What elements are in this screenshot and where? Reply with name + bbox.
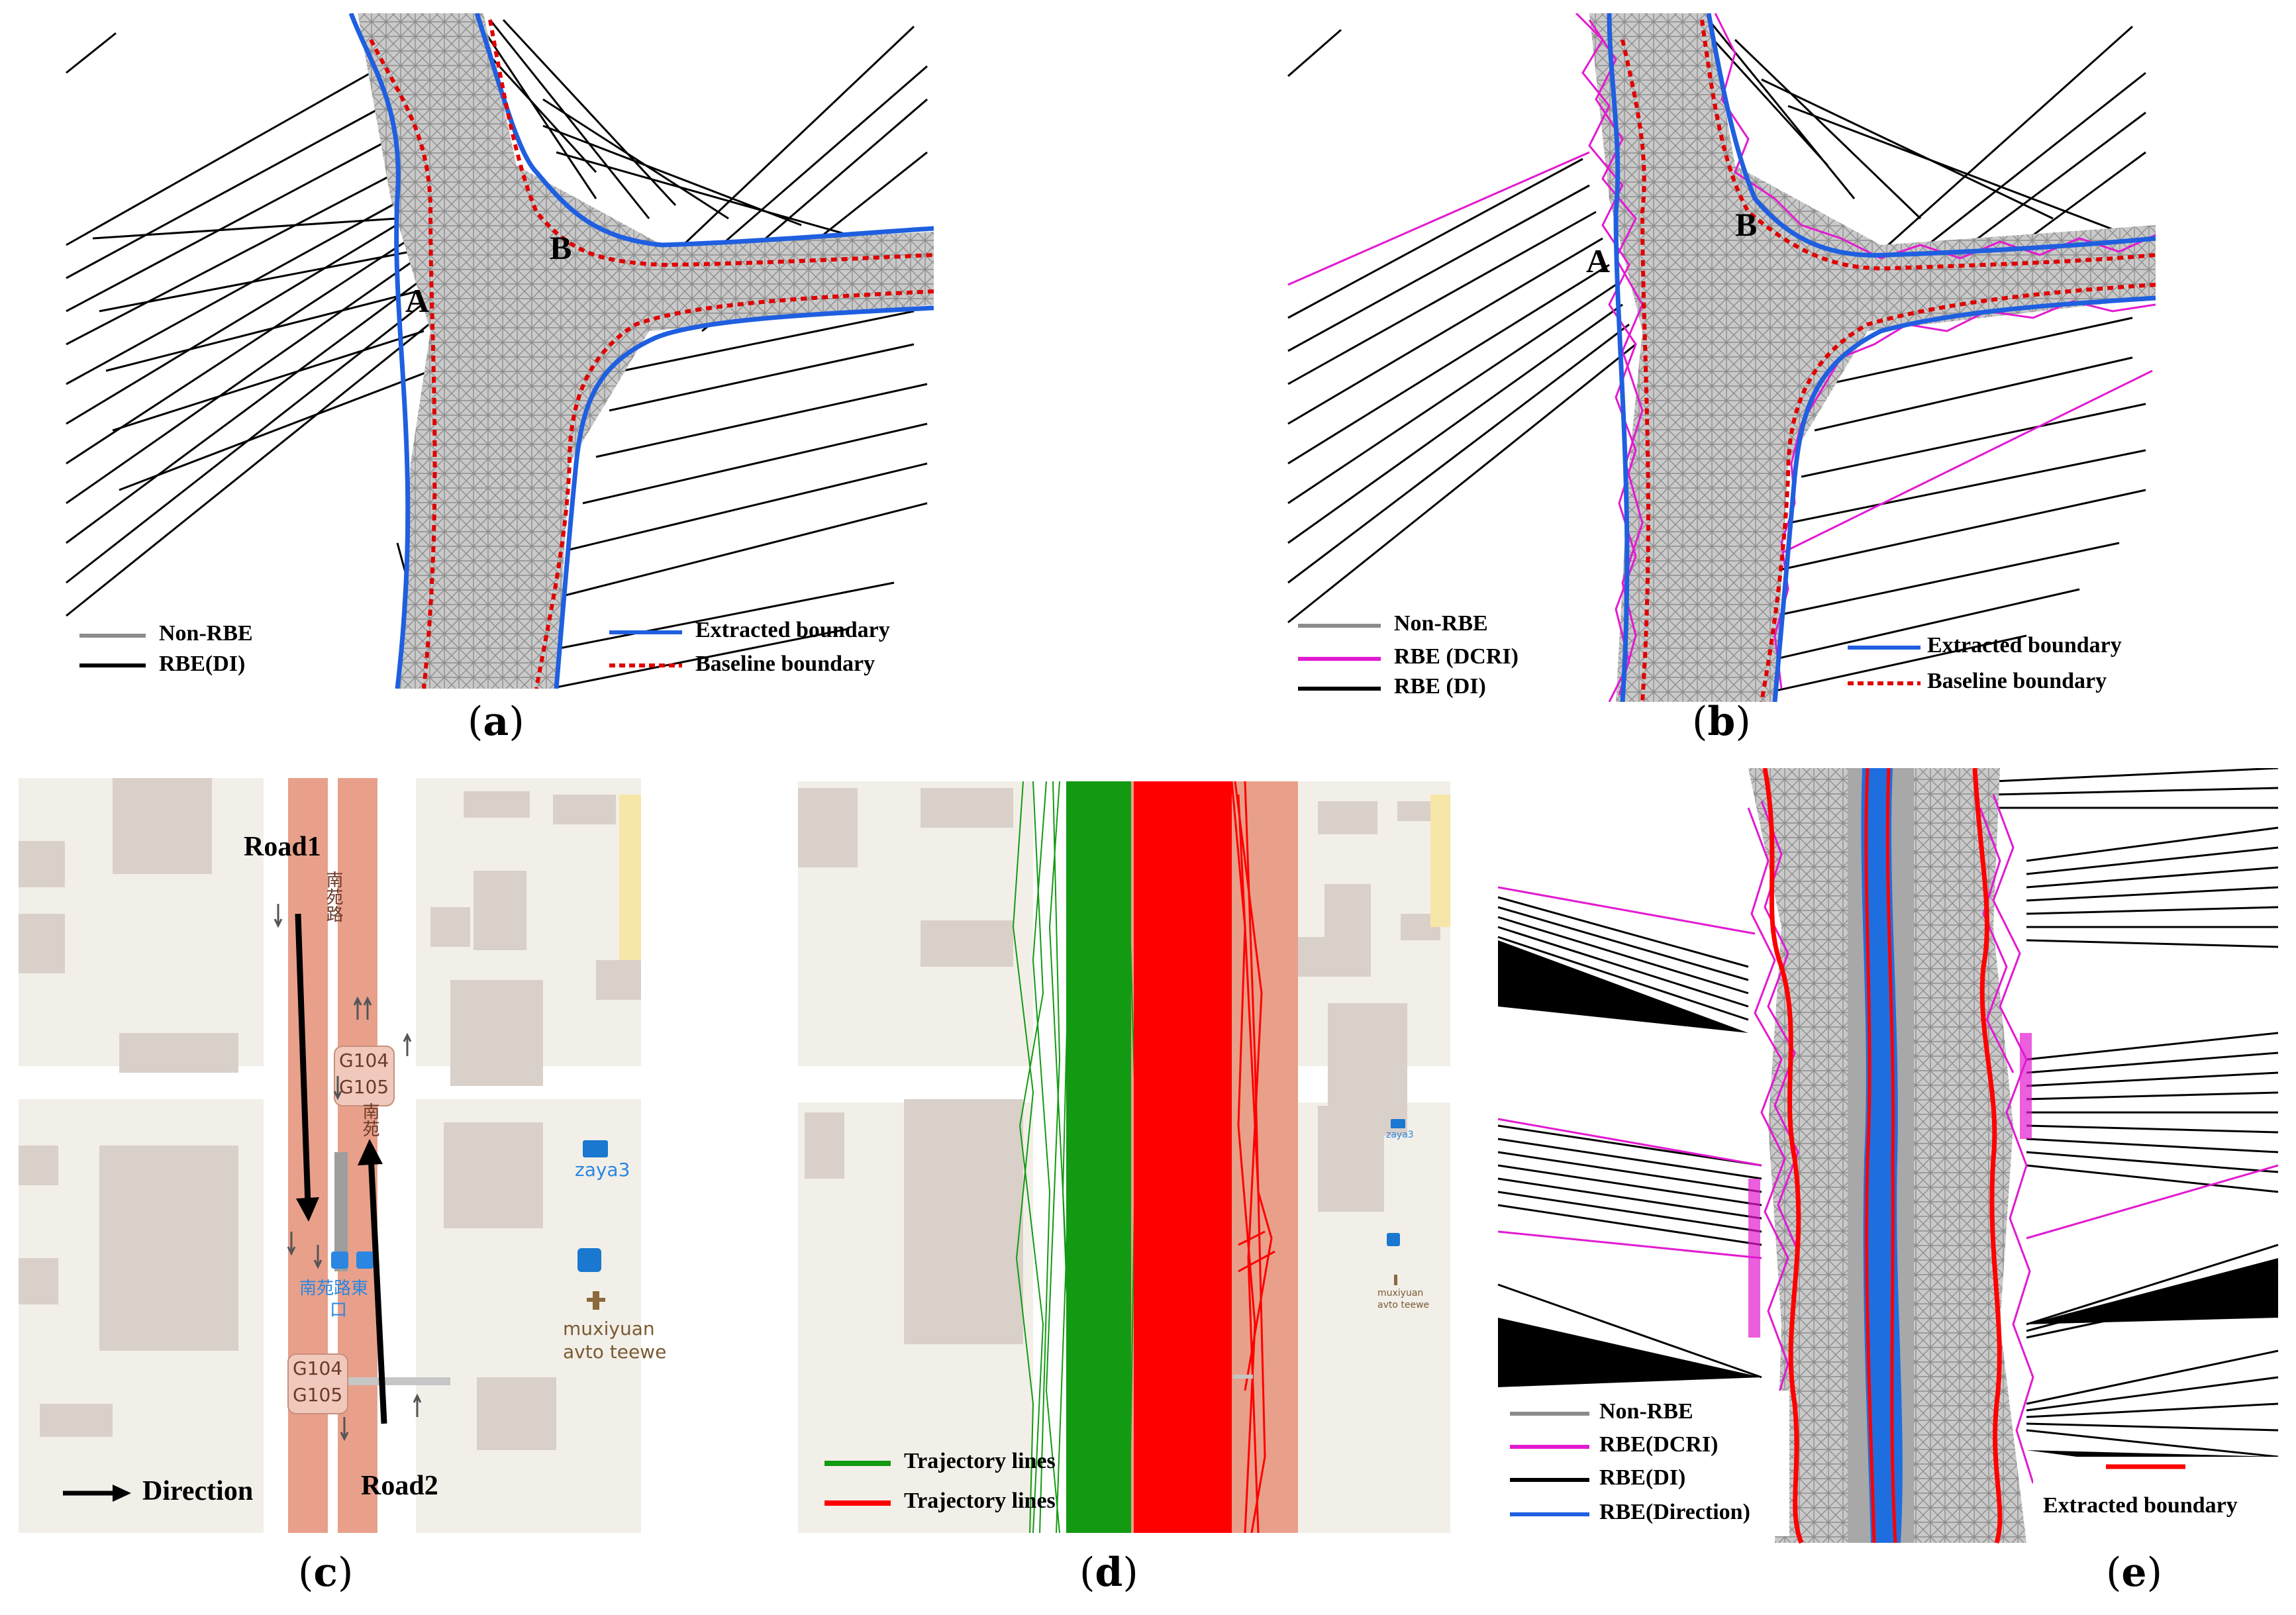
panel-c-bus-stop-icon xyxy=(331,1251,348,1269)
panel-b-legend-swatches xyxy=(1298,624,1921,691)
panel-b-road-mesh xyxy=(1589,13,2156,702)
panel-a-baseline-boundary xyxy=(369,38,437,689)
panel-d-trajectory-green xyxy=(1012,781,1068,1533)
panel-d-bus-icon xyxy=(1387,1233,1400,1246)
panel-c-one-way-arrows xyxy=(274,904,422,1442)
panel-c-road2-arrow xyxy=(368,1155,387,1424)
panel-e-caption: (e) xyxy=(2106,1549,2163,1596)
panel-c-shield-top xyxy=(334,1046,395,1106)
panel-e-extracted-boundary xyxy=(1762,768,1804,1544)
panel-c-shield-bottom xyxy=(287,1353,348,1414)
panel-b-legend-extracted: Extracted boundary xyxy=(1927,633,2122,658)
panel-a-legend-non-rbe: Non-RBE xyxy=(159,621,253,646)
panel-a-legend-rbe-di: RBE(DI) xyxy=(159,652,246,676)
panel-c-poi-muxi-1: muxiyuan xyxy=(563,1318,655,1340)
panel-b-caption: (b) xyxy=(1692,699,1751,745)
panel-c-shield-bottom-line1: G104 xyxy=(293,1357,343,1379)
panel-d-map xyxy=(798,781,1450,1533)
panel-c-direction-label: Direction xyxy=(142,1476,254,1506)
panel-a-legend-swatches xyxy=(79,630,682,667)
panel-b-legend-baseline: Baseline boundary xyxy=(1927,669,2107,693)
panel-d-trajectory-red-core xyxy=(1134,781,1232,1533)
panel-e-rbe-dcri-right xyxy=(1979,794,2034,1484)
panel-b-rbe-di-lines xyxy=(1287,19,2146,697)
panel-a-caption: (a) xyxy=(468,699,524,745)
panel-a-road-mesh xyxy=(358,13,934,689)
panel-a-legend-extracted: Extracted boundary xyxy=(695,618,890,642)
panel-c-road1-arrow xyxy=(295,913,311,1206)
panel-c-road2-label: Road2 xyxy=(361,1471,438,1501)
panel-c-road-name-2: 南苑 xyxy=(360,1102,379,1137)
panel-a-extracted-boundary xyxy=(348,13,411,689)
panel-e-rbe-di-left xyxy=(1497,896,1749,1021)
panel-a-legend-baseline: Baseline boundary xyxy=(695,652,875,676)
panel-c-stop-name-2: 口 xyxy=(330,1300,348,1320)
panel-d-legend-green: Trajectory lines xyxy=(904,1449,1056,1473)
panel-b-legend-rbe-dcri: RBE (DCRI) xyxy=(1394,644,1519,669)
panel-c-road-name-1: 南苑路 xyxy=(323,871,343,922)
panel-d-legend-red: Trajectory lines xyxy=(904,1489,1056,1513)
panel-c-stop-name-1: 南苑路東 xyxy=(299,1279,369,1298)
panel-c-map xyxy=(19,778,641,1533)
panel-e-graphic xyxy=(1497,768,2283,1544)
panel-b-point-a-label: A xyxy=(1586,242,1611,279)
panel-b-baseline-boundary xyxy=(1621,39,1650,702)
panel-d-poi-muxi-2: avto teewe xyxy=(1377,1300,1430,1310)
panel-d-caption: (d) xyxy=(1079,1549,1138,1596)
panel-b-legend-non-rbe: Non-RBE xyxy=(1394,611,1488,636)
panel-c-road1-label: Road1 xyxy=(244,832,321,862)
panel-c-caption: (c) xyxy=(298,1549,354,1596)
panel-b-graphic xyxy=(1287,13,2156,702)
panel-e-legend-rbe-di: RBE(DI) xyxy=(1599,1465,1686,1490)
panel-c-shield-bottom-line2: G105 xyxy=(293,1384,343,1406)
panel-e-legend-swatches xyxy=(1510,1412,2185,1516)
panel-d-hotel-icon xyxy=(1391,1119,1405,1128)
panel-b-legend-rbe-di: RBE (DI) xyxy=(1394,674,1486,699)
panel-d-trajectory-red xyxy=(1230,781,1275,1533)
panel-e-legend-rbe-dcri: RBE(DCRI) xyxy=(1599,1432,1719,1457)
panel-c-buildings xyxy=(19,778,641,1450)
panel-e-legend-non-rbe: Non-RBE xyxy=(1599,1399,1693,1424)
panel-b-extracted-boundary xyxy=(1607,13,1630,702)
panel-a-point-a-label: A xyxy=(405,282,430,319)
panel-e-legend-rbe-direction: RBE(Direction) xyxy=(1599,1500,1750,1524)
panel-e-legend-extracted: Extracted boundary xyxy=(2043,1493,2238,1518)
panel-c-shield-top-line1: G104 xyxy=(339,1050,389,1071)
panel-c-hotel-icon xyxy=(583,1140,608,1157)
panel-c-shield-top-line2: G105 xyxy=(339,1076,389,1098)
panel-e-rbe-di-right xyxy=(1993,768,2279,1458)
panel-a-point-b-label: B xyxy=(550,229,572,266)
panel-d-poi-muxi-1: muxiyuan xyxy=(1377,1288,1424,1298)
panel-c-poi-muxi-2: avto teewe xyxy=(563,1341,667,1363)
panel-d-trajectory-green-core xyxy=(1066,781,1131,1533)
panel-a-graphic xyxy=(66,13,934,689)
panel-c-poi-zaya: zaya3 xyxy=(575,1159,630,1181)
panel-d-poi-zaya: zaya3 xyxy=(1386,1130,1414,1140)
panel-c-poi-icon xyxy=(587,1291,605,1310)
panel-b-point-b-label: B xyxy=(1735,206,1758,243)
panel-c-bus-icon xyxy=(577,1248,601,1272)
